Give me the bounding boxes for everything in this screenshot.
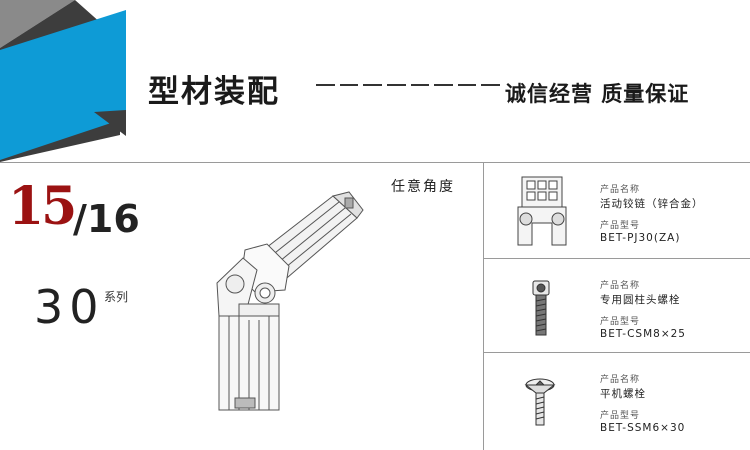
header-divider — [0, 162, 750, 163]
header-slogan: 诚信经营 质量保证 — [505, 82, 690, 106]
part-2-model-label: 产品型号 — [600, 317, 641, 327]
series-number: 30 — [34, 280, 105, 334]
part-2-name: 专用圆柱头螺栓 — [600, 294, 681, 306]
row-divider-2 — [483, 352, 750, 353]
part-row-2: 产品名称 专用圆柱头螺栓 产品型号 BET-CSM8×25 — [484, 259, 750, 352]
part-3-model-label: 产品型号 — [600, 411, 641, 421]
row-divider-1 — [483, 258, 750, 259]
part-2-model: BET-CSM8×25 — [600, 328, 686, 340]
part-1-name: 活动铰链（锌合金） — [600, 198, 704, 210]
part-3-model: BET-SSM6×30 — [600, 422, 686, 434]
illustration-caption: 任意角度 — [391, 179, 455, 195]
hinge-icon — [517, 176, 567, 246]
size-secondary: /16 — [73, 197, 140, 241]
series-label: 系列 — [104, 290, 129, 304]
size-primary: 15 — [8, 176, 77, 237]
column-divider — [483, 162, 484, 450]
part-1-model-label: 产品型号 — [600, 221, 641, 231]
part-1-model: BET-PJ30(ZA) — [600, 232, 681, 244]
dark-triangle-bottom — [94, 110, 126, 136]
part-row-1: 产品名称 活动铰链（锌合金） 产品型号 BET-PJ30(ZA) — [484, 163, 750, 258]
part-2-name-label: 产品名称 — [600, 281, 641, 291]
page-title: 型材装配 — [148, 74, 280, 110]
profile-assembly-illustration — [216, 191, 364, 411]
part-1-name-label: 产品名称 — [600, 185, 641, 195]
header-decoration — [0, 0, 126, 162]
part-row-3: 产品名称 平机螺栓 产品型号 BET-SSM6×30 — [484, 353, 750, 450]
header-dash-rule — [316, 84, 500, 90]
part-3-name-label: 产品名称 — [600, 375, 641, 385]
socket-head-bolt-icon — [532, 280, 550, 336]
part-3-name: 平机螺栓 — [600, 388, 646, 400]
blue-parallelogram — [0, 10, 126, 160]
countersunk-bolt-icon — [524, 378, 556, 426]
